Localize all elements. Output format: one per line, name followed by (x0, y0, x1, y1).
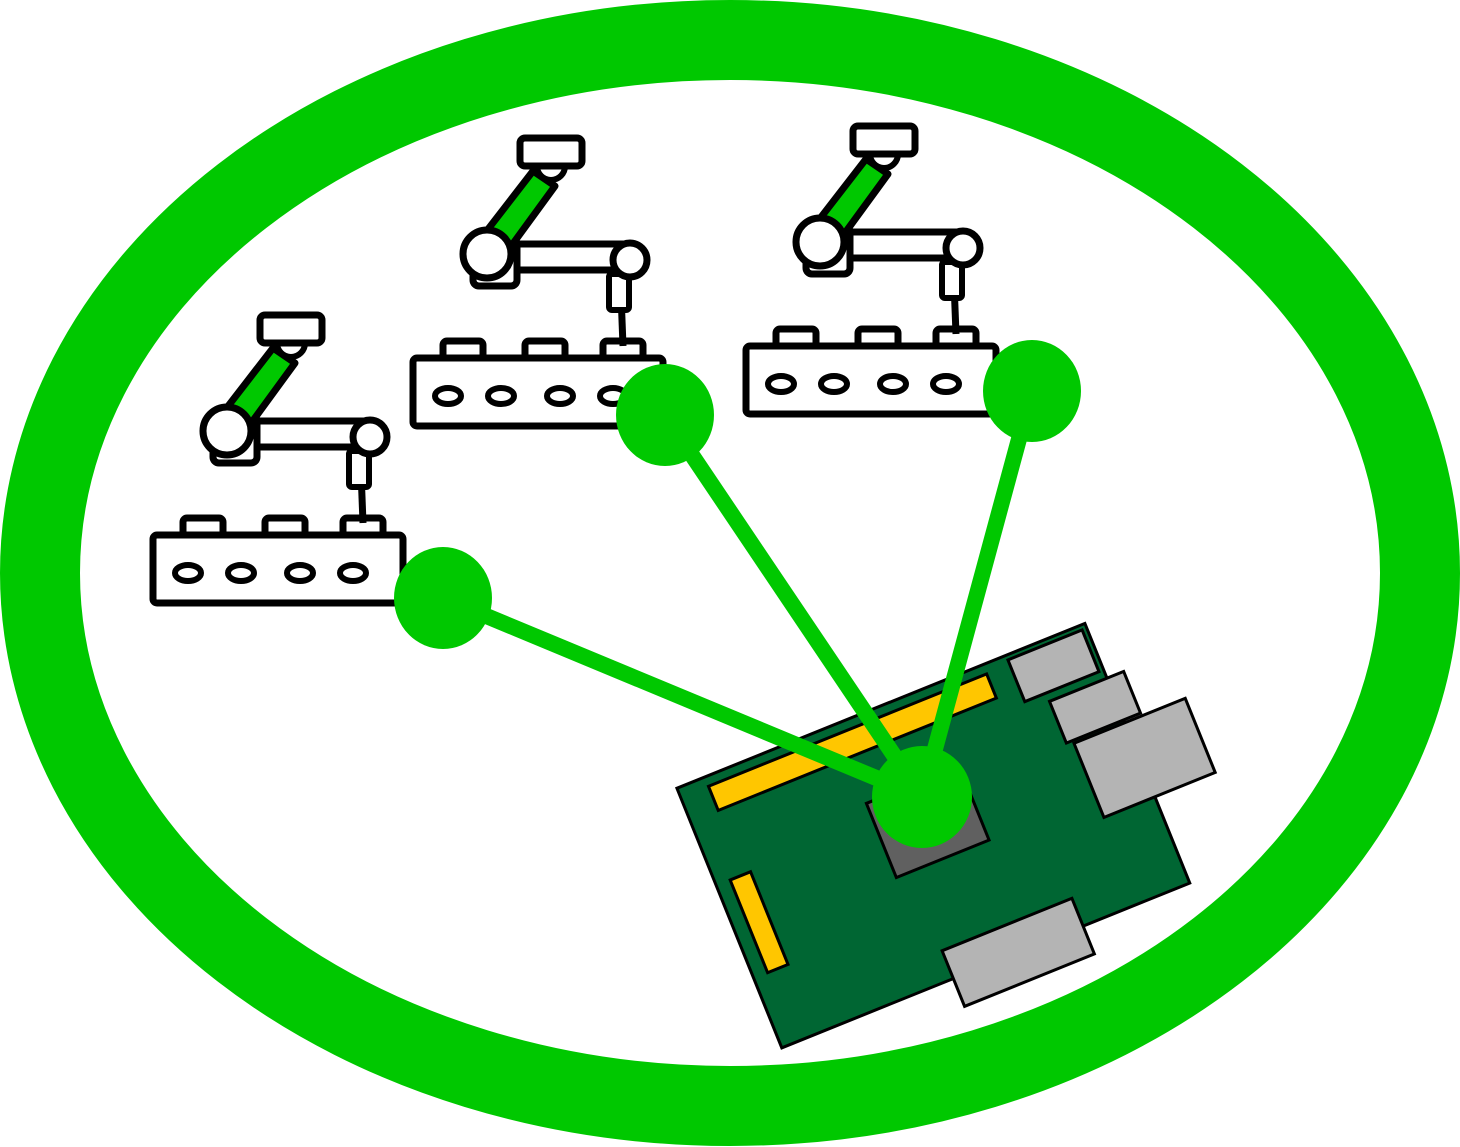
robot-arm-conveyor-icon (153, 315, 403, 603)
node-dot (616, 364, 714, 466)
robot-arm-conveyor-icon (746, 126, 996, 414)
hub-dot (872, 746, 972, 848)
node-dot (394, 547, 492, 649)
robot-arm-conveyor-icon (413, 138, 663, 426)
node-dot (983, 340, 1081, 442)
